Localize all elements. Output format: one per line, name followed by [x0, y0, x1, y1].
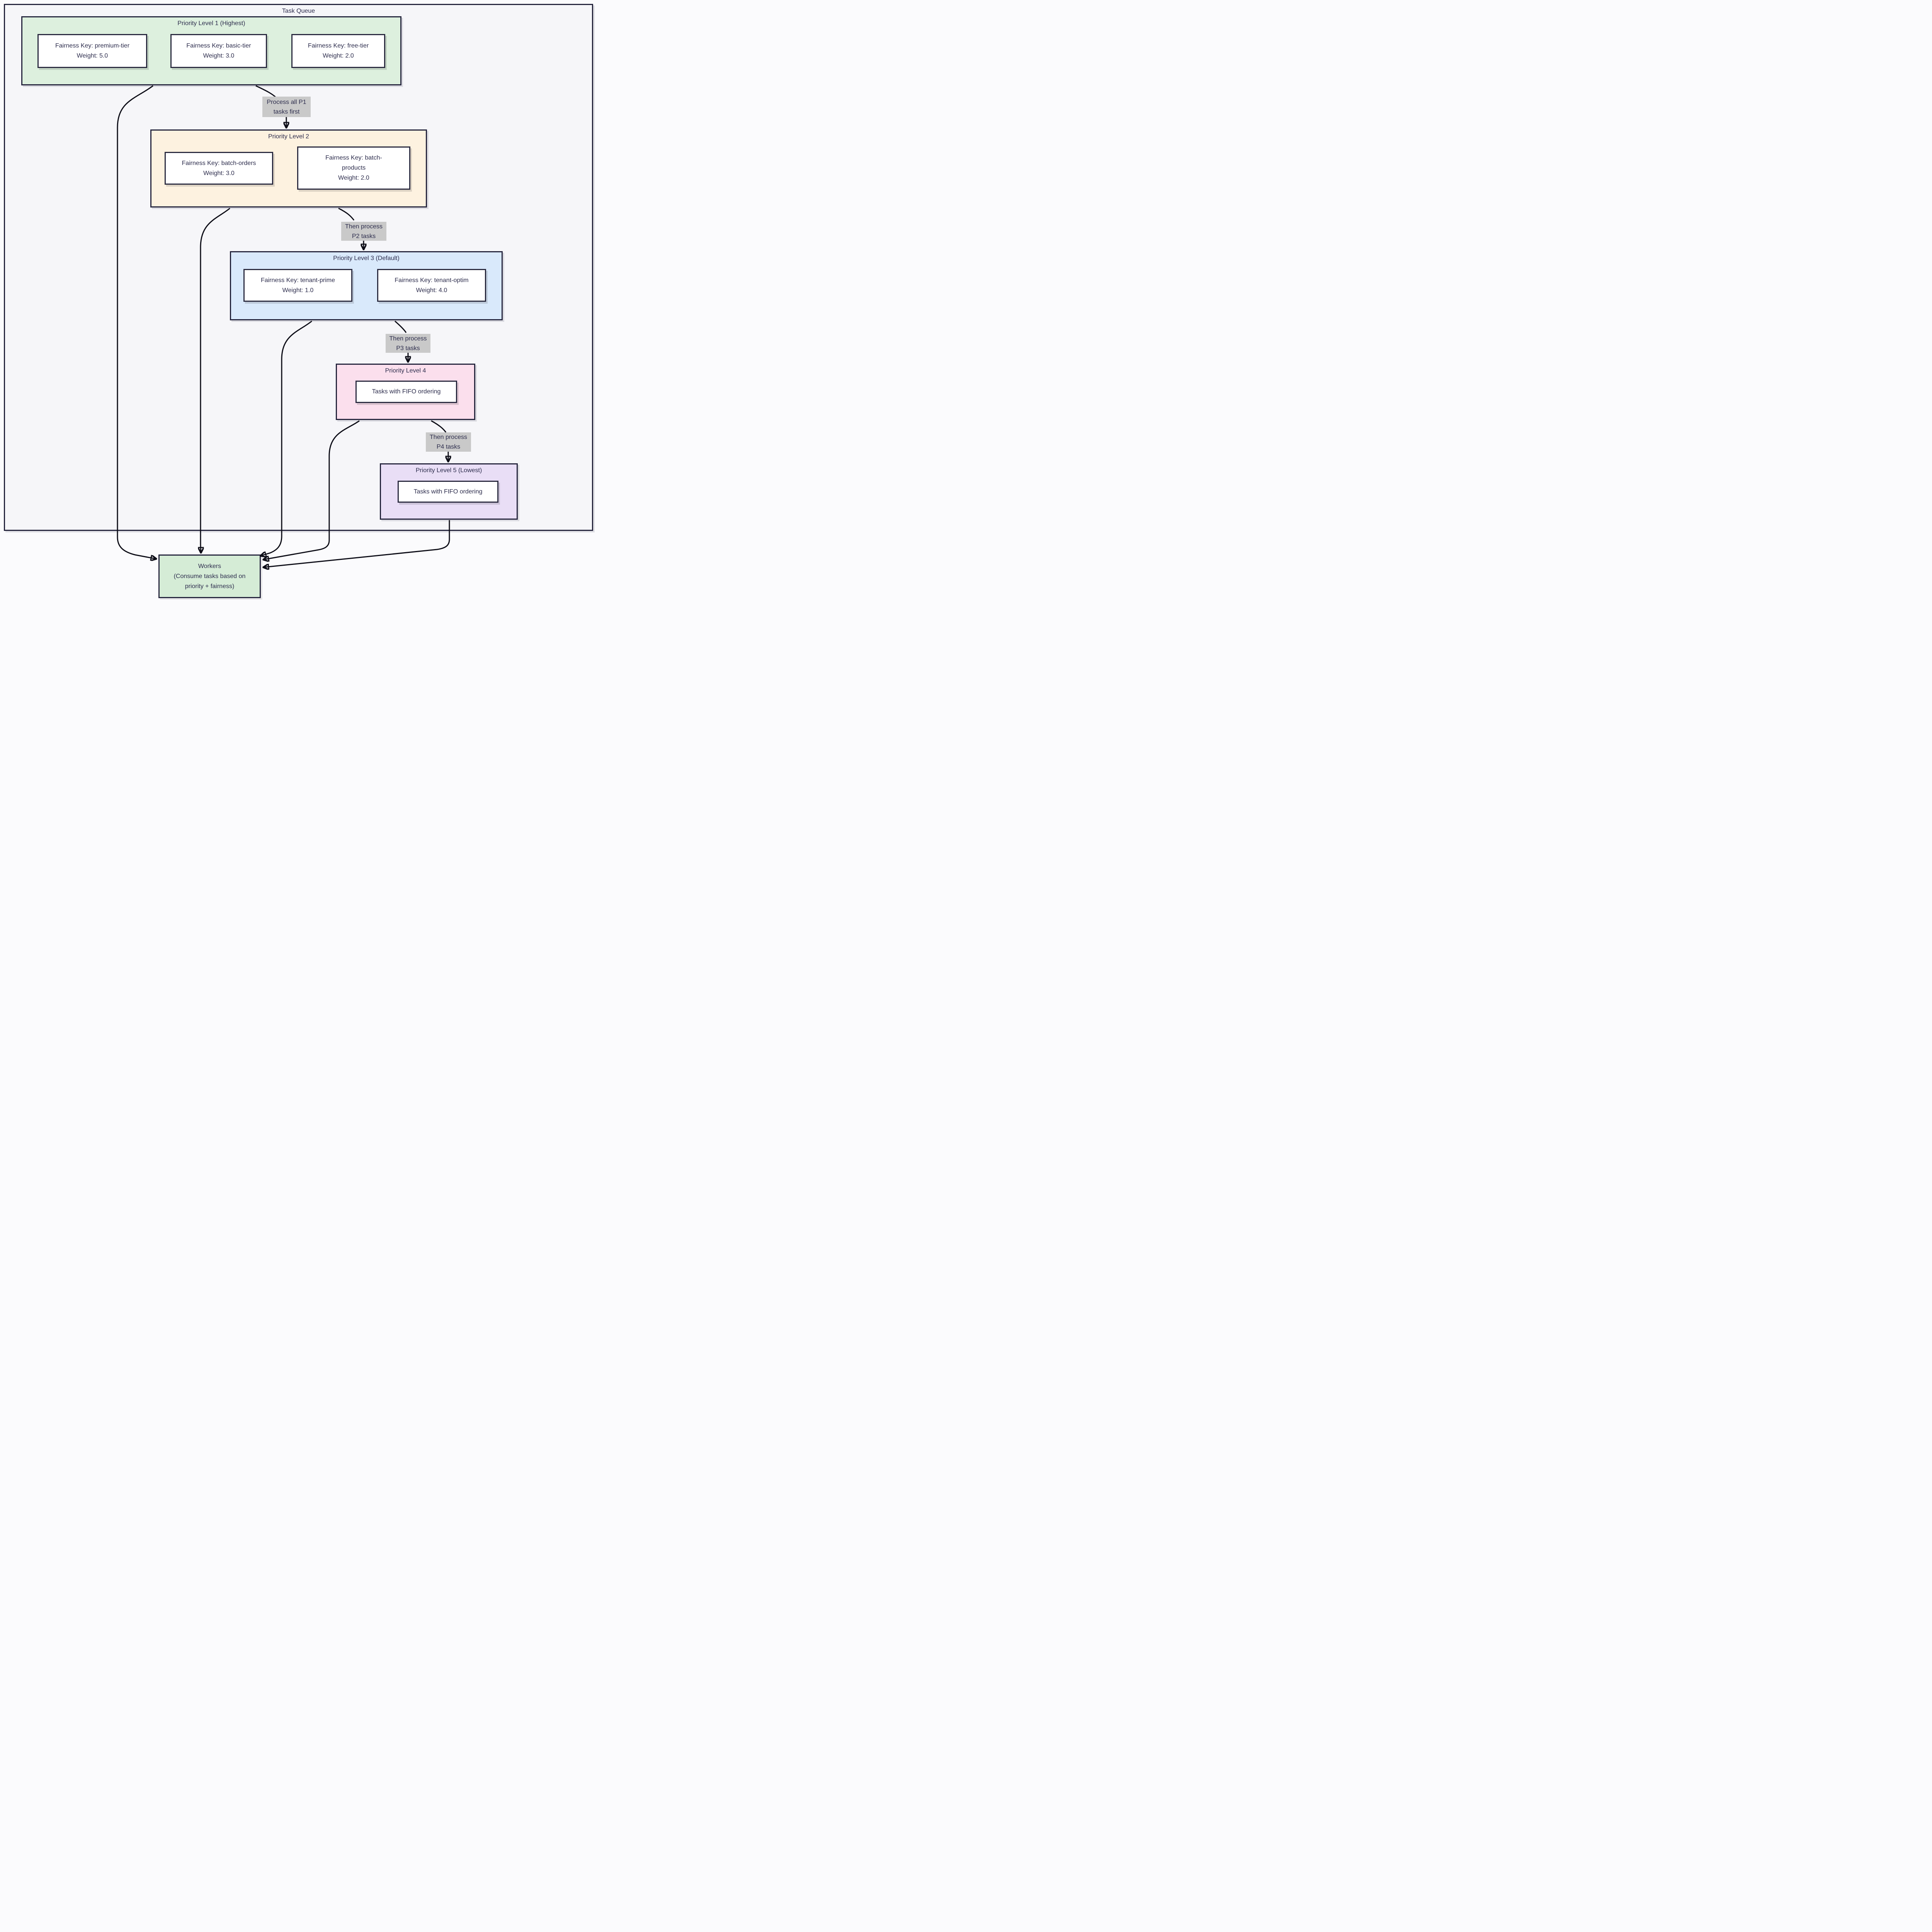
- priority-level-5-title: Priority Level 5 (Lowest): [415, 467, 482, 474]
- flowchart-canvas: Task Queue Priority Level 1 (Highest) Pr…: [0, 0, 596, 601]
- node-tenant-optim: Fairness Key: tenant-optim Weight: 4.0: [377, 269, 486, 302]
- edge-label-p3-p4-line2: P3 tasks: [396, 345, 420, 352]
- node-batch-products-weight: Weight: 2.0: [338, 175, 369, 181]
- node-batch-products: Fairness Key: batch- products Weight: 2.…: [297, 146, 410, 190]
- edge-label-p3-p4-line1: Then process: [389, 335, 427, 342]
- edge-label-p2-p3: Then process P2 tasks: [341, 222, 386, 241]
- edge-label-p1-p2-line2: tasks first: [273, 108, 300, 115]
- task-queue-title: Task Queue: [282, 8, 315, 14]
- node-basic-tier-key: Fairness Key: basic-tier: [186, 43, 251, 49]
- priority-level-2-title: Priority Level 2: [268, 133, 309, 140]
- node-tenant-prime: Fairness Key: tenant-prime Weight: 1.0: [243, 269, 352, 302]
- node-batch-products-key-line2: products: [342, 165, 366, 171]
- edge-label-p4-p5: Then process P4 tasks: [426, 432, 471, 452]
- edge-label-p1-p2-line1: Process all P1: [267, 99, 306, 105]
- node-p4-fifo-label: Tasks with FIFO ordering: [372, 388, 441, 395]
- priority-level-3-title: Priority Level 3 (Default): [333, 255, 400, 262]
- priority-level-1-title: Priority Level 1 (Highest): [177, 20, 245, 27]
- node-p4-fifo: Tasks with FIFO ordering: [355, 381, 457, 403]
- node-p5-fifo: Tasks with FIFO ordering: [398, 481, 498, 503]
- edge-label-p4-p5-line2: P4 tasks: [436, 444, 461, 450]
- node-premium-tier: Fairness Key: premium-tier Weight: 5.0: [37, 34, 147, 68]
- node-free-tier: Fairness Key: free-tier Weight: 2.0: [291, 34, 385, 68]
- node-premium-tier-key: Fairness Key: premium-tier: [55, 43, 130, 49]
- node-tenant-optim-weight: Weight: 4.0: [416, 287, 447, 294]
- node-free-tier-weight: Weight: 2.0: [323, 53, 354, 59]
- node-basic-tier: Fairness Key: basic-tier Weight: 3.0: [170, 34, 267, 68]
- workers-line1: Workers: [198, 563, 221, 570]
- edge-label-p2-p3-line1: Then process: [345, 223, 383, 230]
- workers-line2: (Consume tasks based on: [173, 573, 246, 580]
- workers-node: Workers (Consume tasks based on priority…: [158, 554, 261, 598]
- priority-level-4-title: Priority Level 4: [385, 367, 426, 374]
- node-batch-orders-weight: Weight: 3.0: [203, 170, 235, 177]
- node-p5-fifo-label: Tasks with FIFO ordering: [413, 488, 483, 495]
- edge-label-p4-p5-line1: Then process: [430, 434, 467, 440]
- node-free-tier-key: Fairness Key: free-tier: [308, 43, 369, 49]
- node-tenant-prime-weight: Weight: 1.0: [282, 287, 314, 294]
- edge-label-p3-p4: Then process P3 tasks: [386, 334, 430, 353]
- edge-label-p1-p2: Process all P1 tasks first: [262, 97, 311, 117]
- node-batch-products-key-line1: Fairness Key: batch-: [325, 155, 382, 161]
- node-tenant-optim-key: Fairness Key: tenant-optim: [395, 277, 469, 284]
- node-batch-orders-key: Fairness Key: batch-orders: [182, 160, 256, 167]
- node-batch-orders: Fairness Key: batch-orders Weight: 3.0: [165, 152, 273, 185]
- node-premium-tier-weight: Weight: 5.0: [77, 53, 108, 59]
- edge-label-p2-p3-line2: P2 tasks: [352, 233, 376, 240]
- workers-line3: priority + fairness): [185, 583, 235, 590]
- node-basic-tier-weight: Weight: 3.0: [203, 53, 235, 59]
- node-tenant-prime-key: Fairness Key: tenant-prime: [260, 277, 335, 284]
